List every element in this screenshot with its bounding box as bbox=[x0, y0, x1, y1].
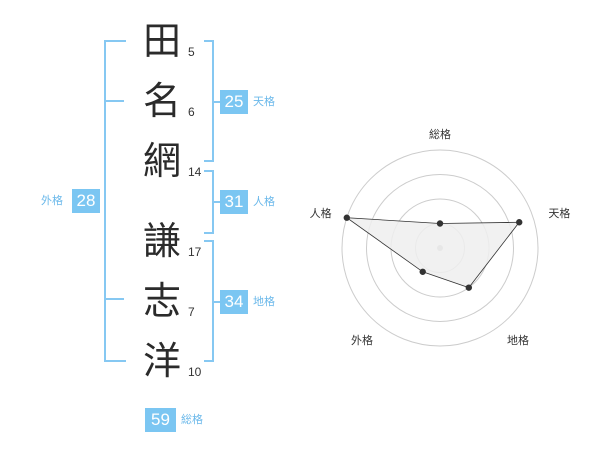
soukaku-value-badge: 59 bbox=[145, 408, 176, 432]
gaikaku-value-badge: 28 bbox=[72, 189, 100, 213]
given-char-1: 謙 bbox=[142, 219, 181, 263]
gaikaku-bracket bbox=[104, 40, 126, 362]
chikaku-connector bbox=[212, 301, 220, 303]
chikaku-label: 地格 bbox=[253, 295, 275, 308]
chikaku-value-badge: 34 bbox=[220, 290, 248, 314]
tenkaku-label: 天格 bbox=[253, 95, 275, 108]
radar-axis-label: 外格 bbox=[351, 333, 373, 347]
radar-axis-label: 地格 bbox=[507, 333, 529, 347]
radar-axis-label: 人格 bbox=[310, 206, 332, 220]
radar-ring bbox=[366, 174, 514, 322]
tenkaku-value-badge: 25 bbox=[220, 90, 248, 114]
surname-char-1: 田 bbox=[142, 19, 181, 63]
given-char-2: 志 bbox=[142, 279, 181, 323]
radar-axis-label: 総格 bbox=[429, 127, 451, 141]
stroke-count-given-1: 17 bbox=[188, 245, 202, 259]
stroke-count-surname-1: 5 bbox=[188, 45, 195, 59]
surname-char-2: 名 bbox=[142, 79, 181, 123]
bracket-tick bbox=[104, 100, 124, 102]
tenkaku-connector bbox=[212, 101, 220, 103]
stroke-count-surname-3: 14 bbox=[188, 165, 202, 179]
jinkaku-label: 人格 bbox=[253, 195, 275, 208]
surname-char-3: 網 bbox=[142, 139, 181, 183]
given-char-3: 洋 bbox=[142, 339, 181, 383]
radar-point-2 bbox=[516, 219, 523, 226]
radar-axis-label: 天格 bbox=[548, 206, 570, 220]
radar-point-5 bbox=[343, 214, 350, 221]
jinkaku-value-badge: 31 bbox=[220, 190, 248, 214]
radar-point-3 bbox=[465, 284, 473, 291]
radar-ring bbox=[341, 149, 539, 347]
gaikaku-label: 外格 bbox=[41, 194, 63, 207]
radar-point-4 bbox=[419, 268, 426, 275]
stroke-count-surname-2: 6 bbox=[188, 105, 195, 119]
soukaku-label: 総格 bbox=[181, 413, 203, 426]
radar-point-1 bbox=[436, 220, 444, 227]
bracket-tick bbox=[104, 298, 124, 300]
stroke-count-given-2: 7 bbox=[188, 305, 195, 319]
radar-series-polygon bbox=[345, 217, 521, 289]
jinkaku-connector bbox=[212, 201, 220, 203]
stroke-count-given-3: 10 bbox=[188, 365, 202, 379]
